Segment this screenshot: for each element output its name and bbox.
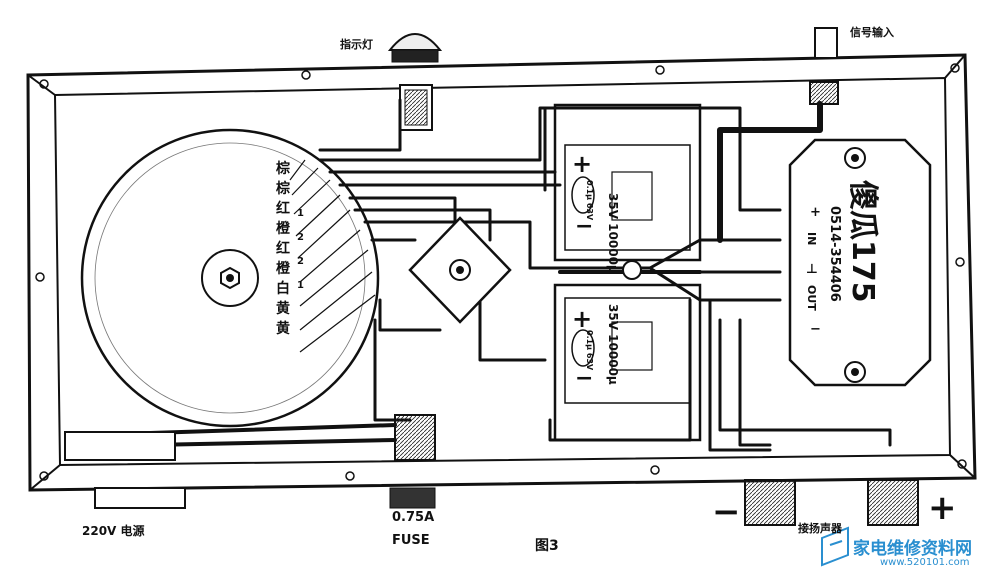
cap-top-minus: − [575, 214, 594, 239]
fuse-holder [389, 414, 436, 509]
fuse-label: FUSE [392, 533, 430, 548]
wire-label: 黄 [276, 301, 290, 317]
wire-label: 白 [276, 281, 290, 297]
cap-bottom-minus: − [575, 366, 594, 391]
module-pin-in: IN [805, 232, 818, 246]
wire-label: 棕 [276, 181, 290, 197]
wire-label: 红 [276, 241, 290, 257]
wire-tap-number: 1 [297, 208, 304, 219]
cap-bottom-plus: + [572, 305, 593, 333]
speaker-label: 接扬声器 [798, 522, 842, 535]
module-phone: 0514-354406 [827, 206, 842, 302]
power-label: 220V 电源 [82, 524, 145, 538]
indicator-lamp [387, 33, 443, 131]
fuse-rating-label: 0.75A [392, 510, 435, 525]
cap-top-plus: + [572, 150, 593, 178]
cap-top-rating: 35V 10000μ [606, 193, 620, 274]
speaker-terminals [744, 479, 919, 526]
wire-label: 橙 [276, 221, 290, 237]
chassis [26, 53, 977, 492]
toroidal-transformer [80, 128, 380, 428]
module-brand: 傻瓜175 [845, 180, 880, 303]
cap-top-small-cap: 0.1μ 63V [585, 180, 594, 221]
module-pin-ground: ⊥ [806, 262, 818, 277]
speaker-minus-sign: − [712, 492, 741, 532]
wire-tap-number: 1 [297, 280, 304, 291]
signal-input-jack [809, 27, 839, 105]
module-pin-plus: + [810, 205, 821, 220]
ground-terminal [622, 260, 642, 280]
wire-label: 黄 [276, 321, 290, 337]
figure-caption: 图3 [535, 538, 559, 554]
module-pin-out: OUT [805, 285, 818, 311]
power-socket [64, 431, 186, 509]
watermark-book-icon [821, 526, 849, 567]
amplifier-module [788, 138, 932, 387]
cap-bottom-rating: 35V 10000μ [606, 304, 620, 385]
wire-tap-number: 2 [297, 256, 304, 267]
cap-bottom-small-cap: 0.1μ 63V [585, 330, 594, 371]
filter-capacitors [553, 103, 702, 442]
wire-color-list: 棕 棕 红 橙 红 橙 白 黄 黄 [272, 158, 294, 338]
indicator-lamp-label: 指示灯 [340, 38, 373, 51]
watermark-name: 家电维修资料网 [853, 539, 972, 559]
module-pin-minus: − [810, 322, 821, 337]
bridge-rectifier [408, 216, 512, 324]
signal-input-label: 信号输入 [850, 26, 894, 39]
wire-label: 棕 [276, 161, 290, 177]
wire-label: 红 [276, 201, 290, 217]
watermark-url: www.520101.com [880, 557, 970, 568]
speaker-plus-sign: + [928, 488, 957, 528]
wire-label: 橙 [276, 261, 290, 277]
wire-tap-number: 2 [297, 232, 304, 243]
